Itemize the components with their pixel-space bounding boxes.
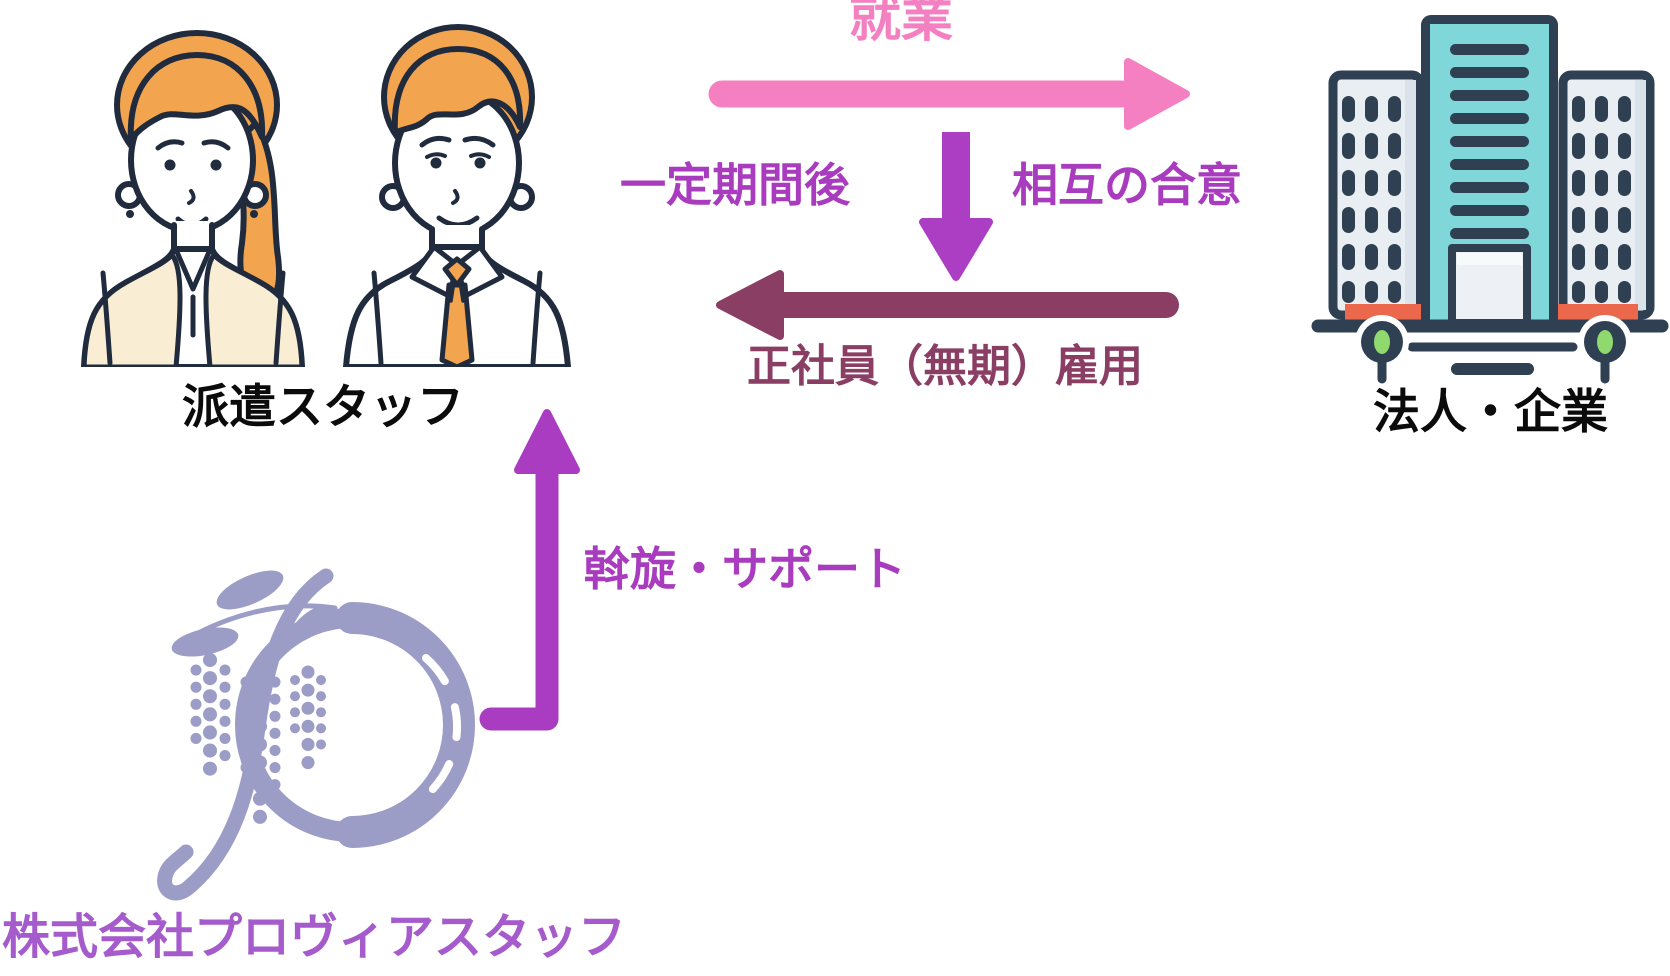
mutual-agreement-label: 相互の合意 (1012, 159, 1242, 211)
arrow-employment-right (708, 58, 1190, 130)
left-lamp (1355, 315, 1409, 384)
company-label: 法人・企業 (1373, 385, 1608, 438)
central-tower (1421, 15, 1558, 330)
logo-highlight-dashes (408, 654, 462, 810)
man-illustration (343, 24, 571, 367)
employment-arrow-label: 就業 (848, 0, 953, 48)
right-base-stripe (1558, 304, 1638, 320)
arrow-support-up (479, 409, 580, 731)
logo-leaves (171, 570, 332, 657)
staff-label: 派遣スタッフ (182, 380, 464, 433)
right-lamp (1578, 315, 1632, 384)
agency-name-label: 株式会社プロヴィアスタッフ (2, 911, 627, 964)
after-period-label: 一定期間後 (620, 159, 850, 211)
support-arrow-label: 斡旋・サポート (584, 543, 906, 595)
wisteria-p-logo (157, 568, 475, 901)
woman-illustration (81, 30, 305, 367)
dispatch-staff-illustration (81, 24, 571, 367)
arrow-agreement-down (919, 132, 993, 281)
arrow-permanent-hire-left (716, 270, 1179, 340)
permanent-hire-label: 正社員（無期）雇用 (747, 342, 1143, 391)
office-building-icon (1311, 15, 1669, 384)
logo-wisteria-racemes (190, 653, 326, 833)
left-base-stripe (1345, 304, 1425, 320)
